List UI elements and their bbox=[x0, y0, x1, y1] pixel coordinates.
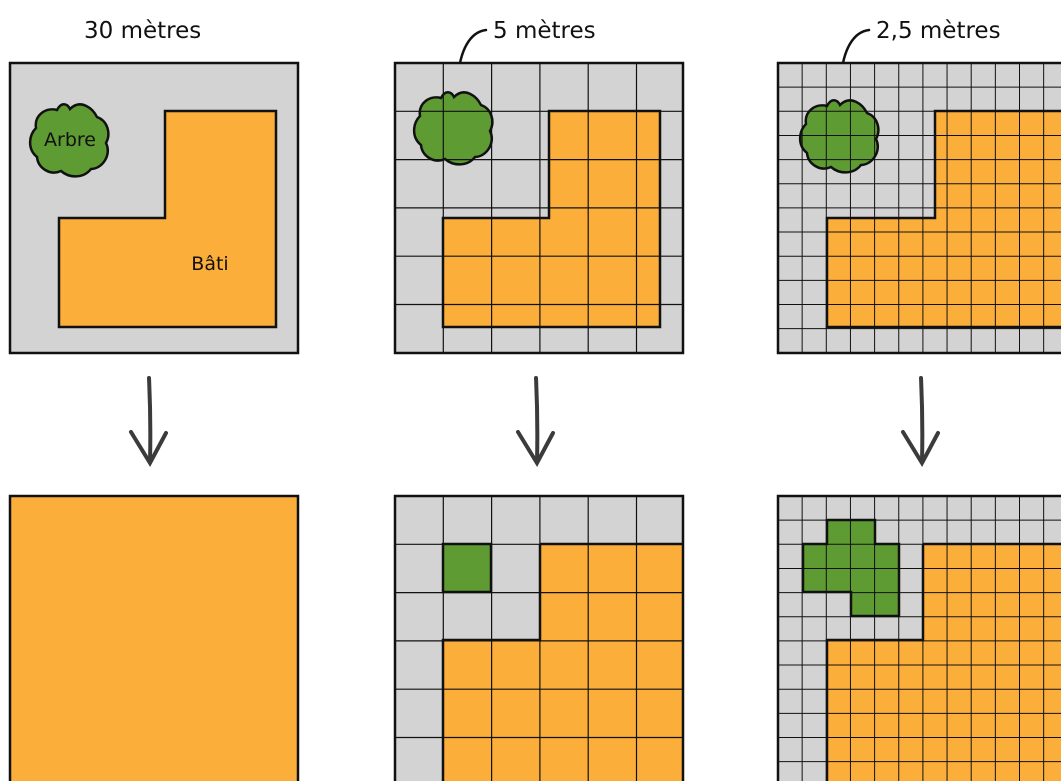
panel-2-5m-rasterized bbox=[778, 496, 1061, 781]
label-30-metres: 30 mètres bbox=[84, 18, 201, 44]
arrow-down-icon bbox=[131, 378, 166, 463]
raster-cell-building bbox=[10, 496, 298, 781]
arrow-down-icon bbox=[903, 378, 938, 463]
label-5-metres: 5 mètres bbox=[493, 18, 596, 44]
panel-5m-original bbox=[395, 63, 683, 353]
panel-2-5m-original bbox=[778, 63, 1061, 353]
panel-30m-original: Arbre Bâti bbox=[10, 63, 298, 353]
raster-tree-cell bbox=[443, 544, 491, 592]
panel-5m-rasterized bbox=[395, 496, 683, 781]
arrow-down-icon bbox=[518, 378, 553, 463]
tree-shape bbox=[414, 92, 492, 164]
building-label: Bâti bbox=[191, 253, 228, 275]
panel-30m-rasterized bbox=[10, 496, 298, 781]
tree-label: Arbre bbox=[44, 129, 96, 151]
label-2-5-metres: 2,5 mètres bbox=[876, 18, 1001, 44]
